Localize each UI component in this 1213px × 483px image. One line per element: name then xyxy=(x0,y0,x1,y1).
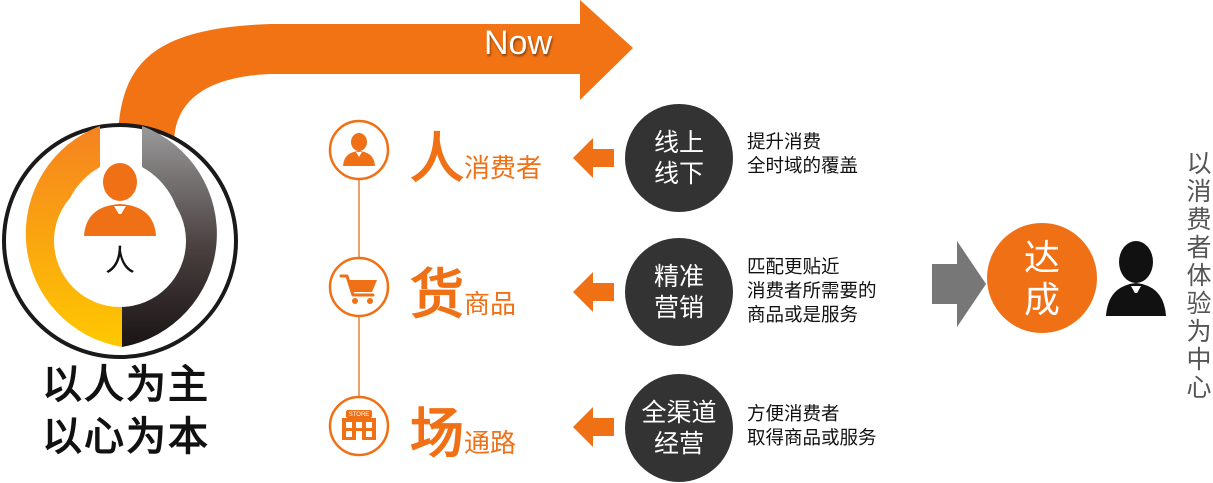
row1-arrow xyxy=(573,138,614,178)
row2-description: 匹配更贴近 消费者所需要的 商品或是服务 xyxy=(747,256,877,328)
now-label: Now xyxy=(484,24,553,62)
row2-dark-circle xyxy=(625,238,733,346)
row1-desc-line1: 提升消费 xyxy=(747,132,822,153)
row2-big-char: 货 xyxy=(410,263,464,326)
row3-icon-circle xyxy=(328,395,390,457)
row3-heading: 场通路 xyxy=(410,389,516,468)
row1-icon-circle xyxy=(328,119,390,181)
ring-dark-arc xyxy=(122,126,217,347)
row2-circle-line2: 营销 xyxy=(653,293,704,322)
row2-desc-line3: 商品或是服务 xyxy=(747,305,859,326)
row3-dark-circle xyxy=(625,374,733,482)
row3-big-char: 场 xyxy=(410,402,464,465)
row1-circle-line2: 线下 xyxy=(653,159,704,188)
ring-group xyxy=(2,123,238,359)
row3-desc-line1: 方便消费者 xyxy=(747,404,840,425)
result-circle-line1: 达 xyxy=(1023,238,1060,279)
row2-sub-label: 商品 xyxy=(464,290,517,320)
row1-circle-text: 线上 线下 xyxy=(619,127,739,189)
row3-circle-line2: 经营 xyxy=(653,429,704,458)
row2-desc-line1: 匹配更贴近 xyxy=(747,257,840,278)
row1-sub-label: 消费者 xyxy=(464,154,543,184)
ring-orange-arc xyxy=(25,126,123,347)
result-circle-text: 达 成 xyxy=(982,238,1102,322)
main-title-line1: 以人为主 xyxy=(42,362,210,408)
row2-circle-text: 精准 营销 xyxy=(619,261,739,323)
center-label: 人 xyxy=(105,244,135,279)
row1-desc-line2: 全时域的覆盖 xyxy=(747,156,859,177)
row1-description: 提升消费 全时域的覆盖 xyxy=(747,131,858,179)
row3-description: 方便消费者 取得商品或服务 xyxy=(747,403,877,451)
gray-right-arrow xyxy=(932,241,986,327)
row1-big-char: 人 xyxy=(410,127,464,190)
result-circle xyxy=(987,223,1097,333)
main-title-line2: 以心为本 xyxy=(42,414,210,460)
row3-arrow xyxy=(573,407,614,447)
row1-heading: 人消费者 xyxy=(410,114,542,193)
now-arrow xyxy=(118,0,633,140)
row1-circle-line1: 线上 xyxy=(653,128,704,157)
result-circle-line2: 成 xyxy=(1023,280,1060,321)
row3-circle-text: 全渠道 经营 xyxy=(619,397,739,459)
row3-desc-line2: 取得商品或服务 xyxy=(747,428,877,449)
row1-dark-circle xyxy=(625,104,733,212)
row2-desc-line2: 消费者所需要的 xyxy=(747,281,877,302)
row2-heading: 货商品 xyxy=(410,250,516,329)
row2-icon-circle xyxy=(328,256,390,318)
row3-sub-label: 通路 xyxy=(464,429,517,459)
row2-arrow xyxy=(573,272,614,312)
vertical-caption: 以消费者体验为中心 xyxy=(1186,149,1212,402)
row3-circle-line1: 全渠道 xyxy=(641,398,717,427)
row2-circle-line1: 精准 xyxy=(653,262,704,291)
store-sign: STORE xyxy=(349,412,370,418)
